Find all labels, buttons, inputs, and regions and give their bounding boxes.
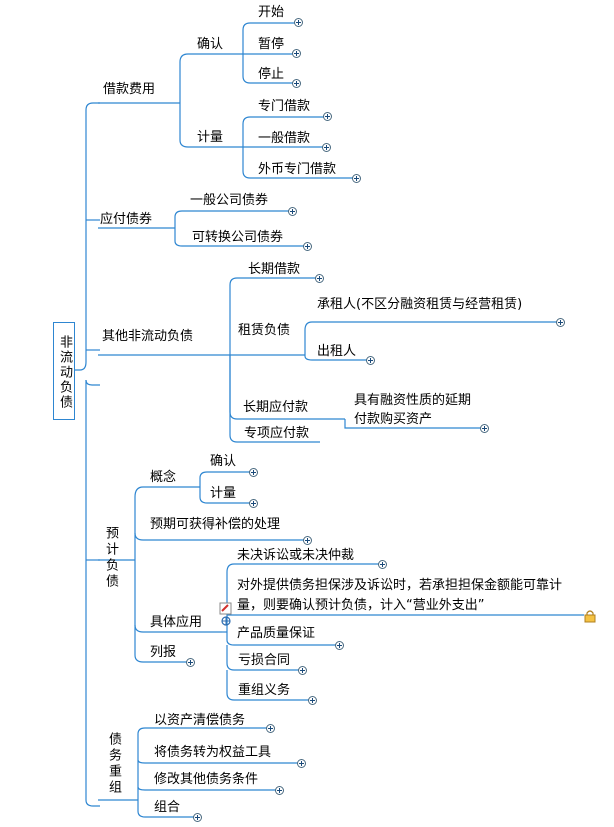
node-measure[interactable]: 计量 [197,130,224,145]
node-concept-measure[interactable]: 计量 [210,486,237,501]
node-report[interactable]: 列报 [150,645,177,660]
expand-icon[interactable] [292,49,301,58]
expand-icon[interactable] [315,274,324,283]
expand-icon[interactable] [266,724,275,733]
node-concept-confirm[interactable]: 确认 [210,454,237,469]
node-start[interactable]: 开始 [258,5,285,20]
expand-icon[interactable] [303,536,312,545]
node-stop[interactable]: 停止 [258,67,285,82]
node-other-noncurrent[interactable]: 其他非流动负债 [102,329,194,344]
node-application[interactable]: 具体应用 [150,615,203,630]
expand-icon[interactable] [193,813,202,822]
expand-icon[interactable] [303,242,312,251]
node-combination[interactable]: 组合 [154,800,181,815]
node-long-term-loan[interactable]: 长期借款 [248,262,301,277]
node-bonds-payable[interactable]: 应付债券 [100,212,153,227]
node-provision[interactable]: 预计负债 [103,526,118,590]
node-lease-liability[interactable]: 租赁负债 [238,323,291,338]
node-onerous-contract[interactable]: 亏损合同 [238,653,291,668]
node-confirm[interactable]: 确认 [197,37,224,52]
node-debt-to-equity[interactable]: 将债务转为权益工具 [154,745,272,760]
node-special-payable[interactable]: 专项应付款 [244,426,310,441]
node-debt-restructure[interactable]: 债务重组 [106,732,121,796]
expand-icon[interactable] [292,79,301,88]
node-long-term-payable[interactable]: 长期应付款 [243,400,309,415]
node-pending-litigation[interactable]: 未决诉讼或未决仲裁 [237,548,355,563]
expand-icon[interactable] [556,318,565,327]
lock-icon [584,610,596,623]
node-deferred-payment[interactable]: 具有融资性质的延期付款购买资产 [354,393,472,427]
note-link-icon[interactable] [219,602,233,628]
expand-icon[interactable] [186,658,195,667]
expand-icon[interactable] [298,666,307,675]
root-node[interactable]: 非流动负债 [53,322,75,420]
node-restructuring-obligation[interactable]: 重组义务 [238,683,291,698]
expand-icon[interactable] [323,112,332,121]
node-pause[interactable]: 暂停 [258,37,285,52]
node-concept[interactable]: 概念 [150,470,177,485]
node-borrowing-cost[interactable]: 借款费用 [103,82,156,97]
node-general-loan[interactable]: 一般借款 [258,131,311,146]
expand-icon[interactable] [275,786,284,795]
expand-icon[interactable] [378,560,387,569]
expand-icon[interactable] [308,696,317,705]
expand-icon[interactable] [322,143,331,152]
expand-icon[interactable] [249,468,258,477]
node-special-loan[interactable]: 专门借款 [258,99,311,114]
node-general-bonds[interactable]: 一般公司债券 [190,193,269,208]
node-guarantee[interactable]: 对外提供债务担保涉及诉讼时，若承担担保金额能可靠计量，则要确认预计负债，计入“营… [237,578,563,613]
expand-icon[interactable] [297,759,306,768]
expand-icon[interactable] [366,356,375,365]
node-lessor[interactable]: 出租人 [317,344,357,359]
expand-icon[interactable] [335,641,344,650]
node-quality-warranty[interactable]: 产品质量保证 [237,626,316,641]
node-lessee[interactable]: 承租人(不区分融资租赁与经营租赁) [317,297,523,312]
expand-icon[interactable] [288,207,297,216]
expand-icon[interactable] [480,424,489,433]
expand-icon[interactable] [352,174,361,183]
node-compensation[interactable]: 预期可获得补偿的处理 [150,517,281,532]
expand-icon[interactable] [294,18,303,27]
node-convertible-bonds[interactable]: 可转换公司债券 [192,230,284,245]
expand-icon[interactable] [249,499,258,508]
node-asset-settlement[interactable]: 以资产清偿债务 [154,713,246,728]
node-foreign-special-loan[interactable]: 外币专门借款 [258,162,337,177]
node-modify-terms[interactable]: 修改其他债务条件 [154,772,259,787]
